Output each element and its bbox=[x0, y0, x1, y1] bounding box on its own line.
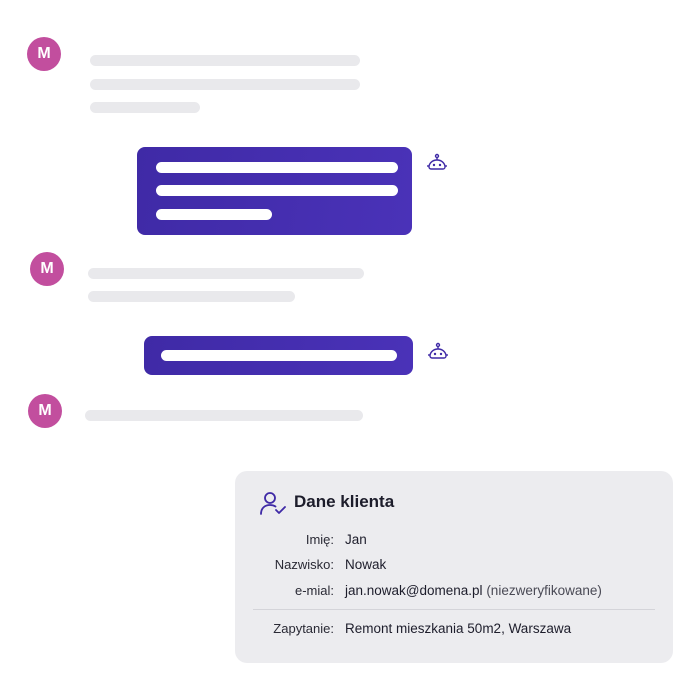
user-message-placeholder-line bbox=[88, 291, 295, 302]
bot-message-placeholder-line bbox=[156, 185, 398, 196]
first-name-value: Jan bbox=[345, 532, 367, 547]
card-title: Dane klienta bbox=[294, 492, 395, 511]
inquiry-value: Remont mieszkania 50m2, Warszawa bbox=[345, 621, 572, 636]
user-check-icon bbox=[260, 492, 286, 515]
bot-icon bbox=[428, 342, 448, 359]
client-data-card: Dane klienta Imię: Jan Nazwisko: Nowak e… bbox=[235, 471, 673, 663]
bot-message-bubble bbox=[144, 336, 413, 375]
user-message-placeholder-line bbox=[88, 268, 364, 279]
user-avatar: M bbox=[30, 252, 64, 286]
first-name-label: Imię: bbox=[305, 532, 334, 547]
user-message-placeholder-line bbox=[90, 55, 360, 66]
email-label: e-mial: bbox=[294, 583, 334, 598]
user-message-placeholder-line bbox=[90, 102, 200, 113]
bot-message-placeholder-line bbox=[161, 350, 397, 361]
user-avatar: M bbox=[27, 37, 61, 71]
last-name-label: Nazwisko: bbox=[274, 557, 334, 572]
card-divider bbox=[253, 609, 655, 610]
user-avatar: M bbox=[28, 394, 62, 428]
inquiry-label: Zapytanie: bbox=[273, 621, 334, 636]
bot-message-bubble bbox=[137, 147, 412, 235]
email-row: jan.nowak@domena.pl (niezweryfikowane) bbox=[345, 583, 602, 598]
bot-message-placeholder-line bbox=[156, 209, 272, 220]
user-message-placeholder-line bbox=[85, 410, 363, 421]
email-value: jan.nowak@domena.pl bbox=[345, 583, 483, 598]
email-verification-note: (niezweryfikowane) bbox=[486, 583, 602, 598]
bot-icon bbox=[427, 153, 447, 170]
bot-message-placeholder-line bbox=[156, 162, 398, 173]
last-name-value: Nowak bbox=[345, 557, 387, 572]
user-message-placeholder-line bbox=[90, 79, 360, 90]
